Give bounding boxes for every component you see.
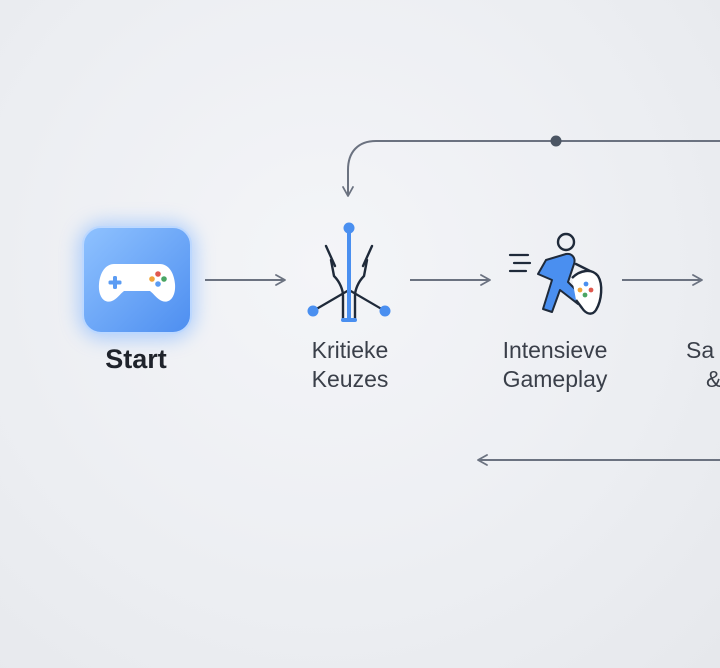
partial-next-label: Sa & [686,336,720,394]
kritieke-keuzes-label: Kritieke Keuzes [280,336,420,394]
intensieve-gameplay-line1: Intensieve [502,337,608,363]
intensieve-gameplay-label: Intensieve Gameplay [480,336,630,394]
partial-next-line1: Sa [686,337,715,363]
start-label: Start [105,344,167,374]
loop-node-dot [550,135,562,147]
intensieve-gameplay-line2: Gameplay [502,366,608,392]
running-player-gamepad-icon [508,232,603,315]
kritieke-keuzes-line2: Keuzes [311,366,389,392]
partial-next-line2: & [706,366,720,392]
start-node [78,222,196,340]
loop-arrow-top [342,140,720,197]
kritieke-keuzes-line1: Kritieke [311,337,389,363]
gamepad-icon [98,264,176,302]
branching-fork-icon [307,222,391,322]
